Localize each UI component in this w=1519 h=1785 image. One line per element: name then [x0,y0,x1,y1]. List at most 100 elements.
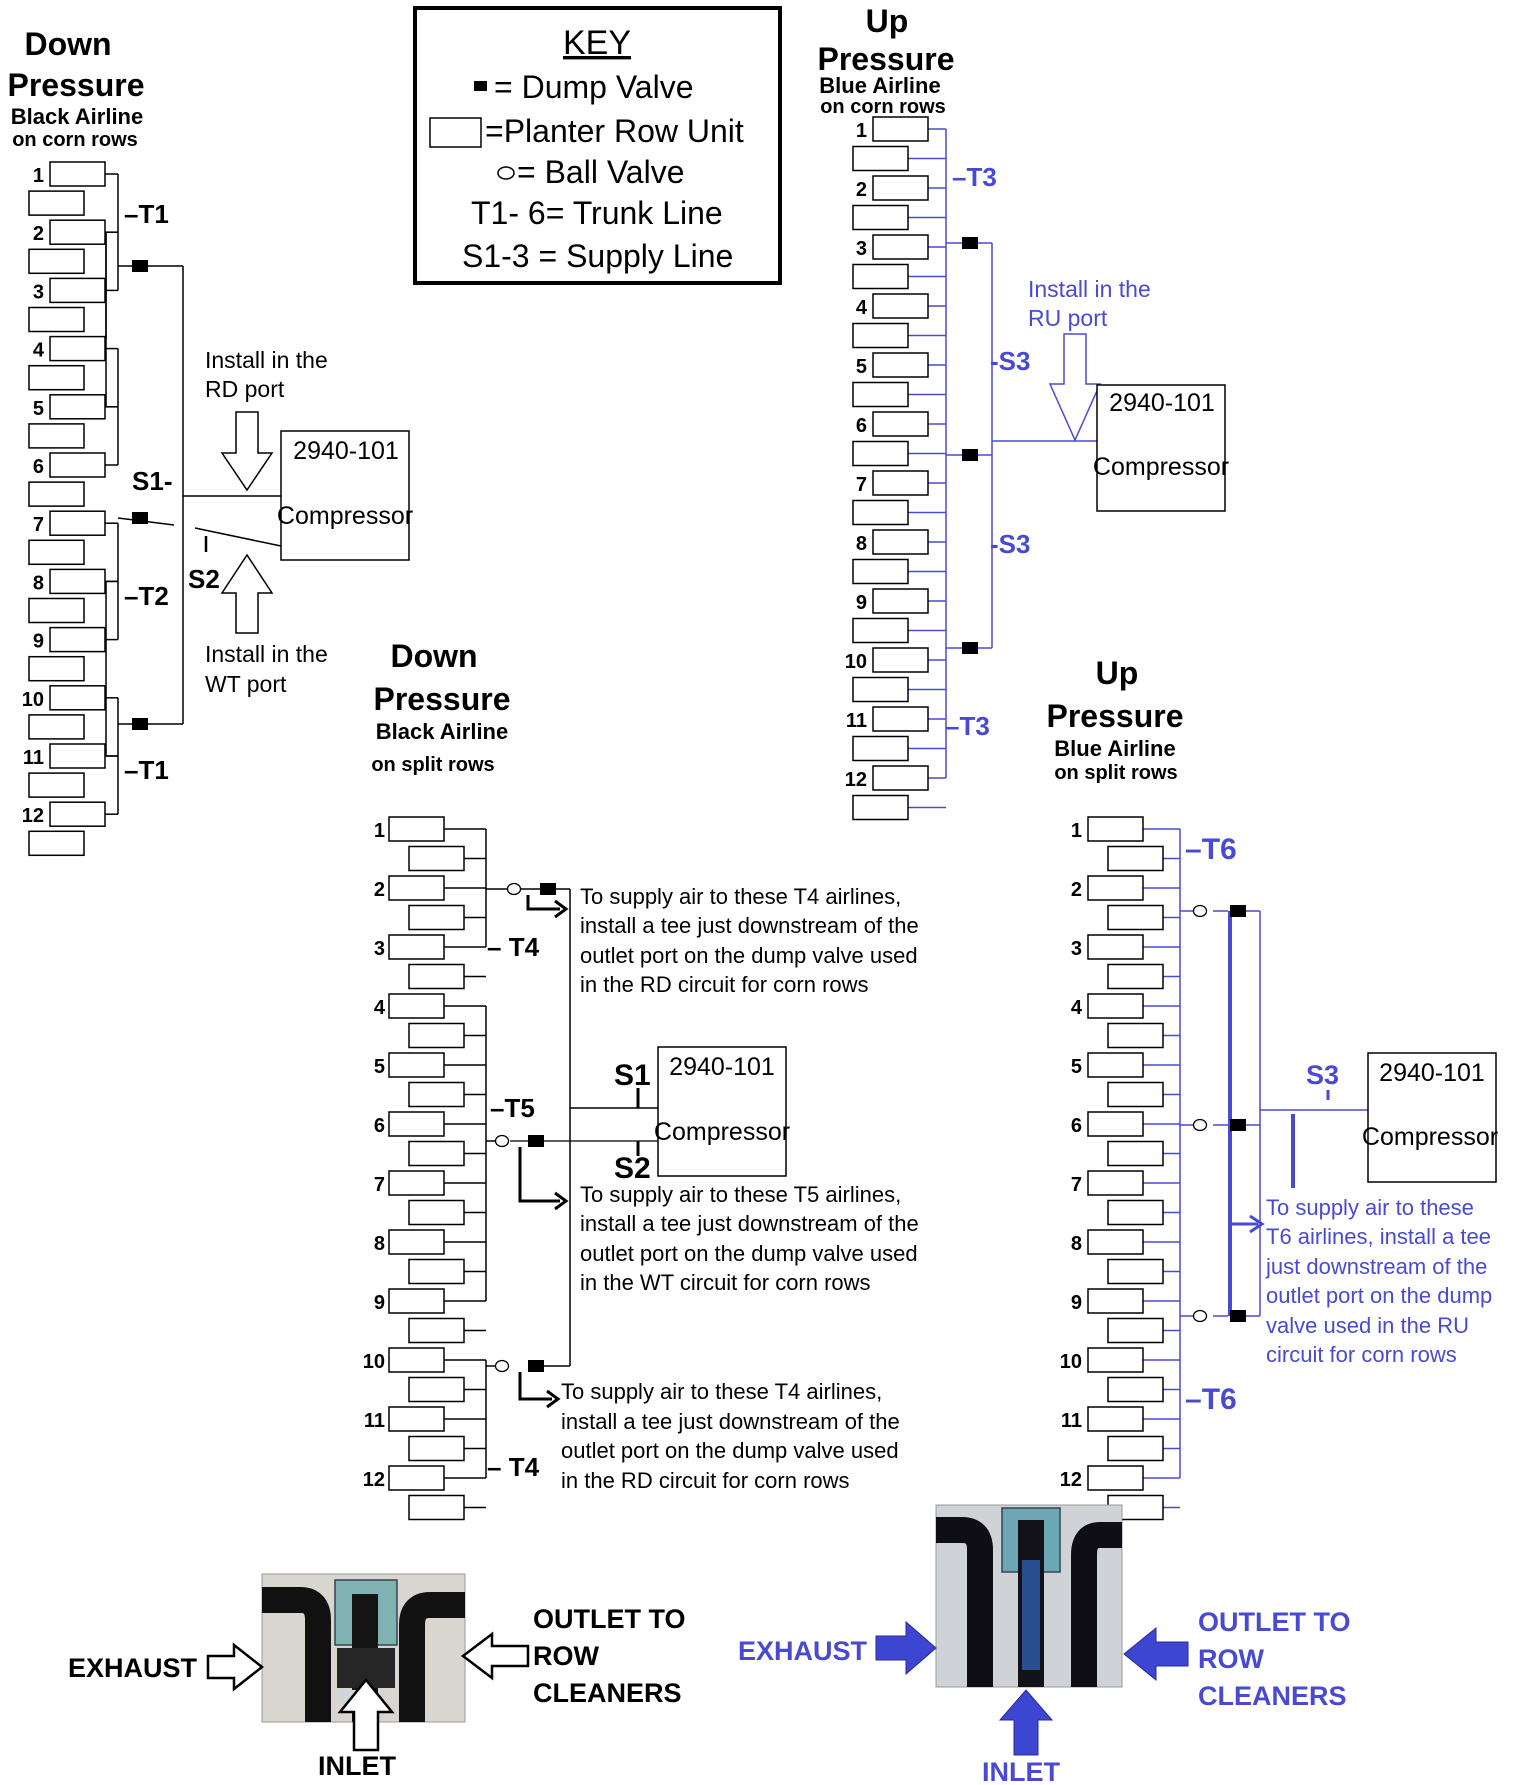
row-unit-split-2 [1108,906,1163,930]
label-t3-lower: –T3 [945,711,990,741]
row-unit-10 [50,686,105,710]
down-split-title-2: Pressure [374,681,511,717]
dump-valve-symbol [132,512,148,524]
exhaust-label: EXHAUST [738,1636,868,1666]
svg-text:To supply air to these T4 airl: To supply air to these T4 airlines, [561,1379,882,1404]
up-corn-subtitle-1: Blue Airline [819,73,940,98]
row-number-10: 10 [363,1351,385,1373]
row-unit-split-9 [1108,1319,1163,1343]
row-unit-split-12 [29,831,84,855]
row-unit-split-10 [1108,1378,1163,1402]
compressor-label: Compressor [277,502,413,530]
row-unit-11 [50,744,105,768]
row-unit-split-4 [29,366,84,390]
airline [520,1147,560,1201]
row-unit-split-5 [853,383,908,407]
rd-port-arrow [222,412,272,490]
outlet-label-2: ROW [1198,1644,1265,1674]
row-unit-11 [873,707,928,731]
row-number-5: 5 [856,356,867,378]
airline [195,528,281,546]
outlet-label-3: CLEANERS [1198,1681,1347,1711]
row-number-11: 11 [1061,1410,1082,1432]
row-number-5: 5 [1071,1056,1082,1078]
exhaust-arrow [876,1622,936,1674]
row-unit-split-2 [409,906,464,930]
row-unit-9 [1088,1289,1143,1313]
row-number-11: 11 [364,1410,385,1432]
row-unit-5 [873,353,928,377]
svg-text:outlet port on the dump: outlet port on the dump [1266,1283,1492,1308]
label-t1-upper: –T1 [124,199,169,229]
row-unit-7 [389,1171,444,1195]
ball-valve-symbol [496,1361,509,1372]
row-unit-split-2 [29,249,84,273]
svg-text:outlet port on the dump valve: outlet port on the dump valve used [561,1438,899,1463]
row-unit-1 [1088,817,1143,841]
down-corn-title-2: Pressure [8,67,145,103]
row-unit-8 [1088,1230,1143,1254]
label-s3-upper: -S3 [990,346,1030,376]
svg-text:outlet port on the dump valve: outlet port on the dump valve used [580,943,918,968]
exhaust-label: EXHAUST [68,1653,198,1683]
svg-text:T6 airlines, install a tee: T6 airlines, install a tee [1266,1224,1491,1249]
row-number-8: 8 [856,533,867,555]
row-number-1: 1 [1071,820,1082,842]
row-unit-split-3 [853,265,908,289]
row-unit-split-11 [1108,1437,1163,1461]
label-s3-split: S3 [1306,1060,1339,1090]
ru-port-note-1: Install in the [1028,276,1151,302]
row-number-7: 7 [33,514,44,536]
key-trunk-line: T1- 6= Trunk Line [471,195,723,231]
row-unit-split-6 [1108,1142,1163,1166]
exhaust-arrow [208,1645,262,1689]
row-unit-split-3 [409,965,464,989]
down-split-title-1: Down [390,638,477,674]
row-number-12: 12 [22,805,44,827]
row-number-9: 9 [374,1292,385,1314]
label-s1: S1- [132,466,172,496]
row-number-5: 5 [374,1056,385,1078]
row-number-8: 8 [33,572,44,594]
label-t6-lower: –T6 [1185,1383,1237,1416]
dump-valve-symbol [962,449,978,461]
note-t4-upper: To supply air to these T4 airlines, inst… [580,884,919,997]
key-title: KEY [563,24,631,62]
label-s2-split: S2 [614,1152,651,1185]
row-unit-6 [1088,1112,1143,1136]
outlet-arrow [1124,1628,1188,1680]
compressor-label: Compressor [1093,453,1229,481]
dump-valve-symbol [528,1135,544,1147]
ball-valve-symbol [1194,1311,1207,1322]
row-unit-11 [1088,1407,1143,1431]
key-dump-valve: = Dump Valve [494,69,694,105]
row-number-7: 7 [1071,1174,1082,1196]
compressor-model: 2940-101 [1109,389,1215,417]
svg-text:To supply air to these T4 airl: To supply air to these T4 airlines, [580,884,901,909]
svg-text:install a tee just downstream: install a tee just downstream of the [580,1211,919,1236]
note-t5: To supply air to these T5 airlines, inst… [580,1182,919,1295]
row-unit-6 [389,1112,444,1136]
row-unit-2 [50,220,105,244]
row-number-12: 12 [845,769,867,791]
row-unit-split-8 [409,1260,464,1284]
row-unit-1 [873,117,928,141]
row-number-12: 12 [1060,1469,1082,1491]
row-unit-split-6 [29,482,84,506]
row-unit-split-5 [29,424,84,448]
svg-text:To supply air to these: To supply air to these [1266,1195,1474,1220]
row-number-6: 6 [856,415,867,437]
svg-text:just downstream of the: just downstream of the [1265,1254,1487,1279]
row-unit-7 [50,511,105,535]
outlet-label-3: CLEANERS [533,1678,682,1708]
row-number-5: 5 [33,398,44,420]
row-number-3: 3 [374,938,385,960]
ball-valve-symbol [508,884,521,895]
key-dump-valve-symbol [474,81,487,91]
row-unit-split-11 [409,1437,464,1461]
row-number-2: 2 [1071,879,1082,901]
wt-port-note-2: WT port [205,671,287,697]
row-unit-split-1 [409,847,464,871]
row-number-4: 4 [856,297,868,319]
row-unit-5 [1088,1053,1143,1077]
